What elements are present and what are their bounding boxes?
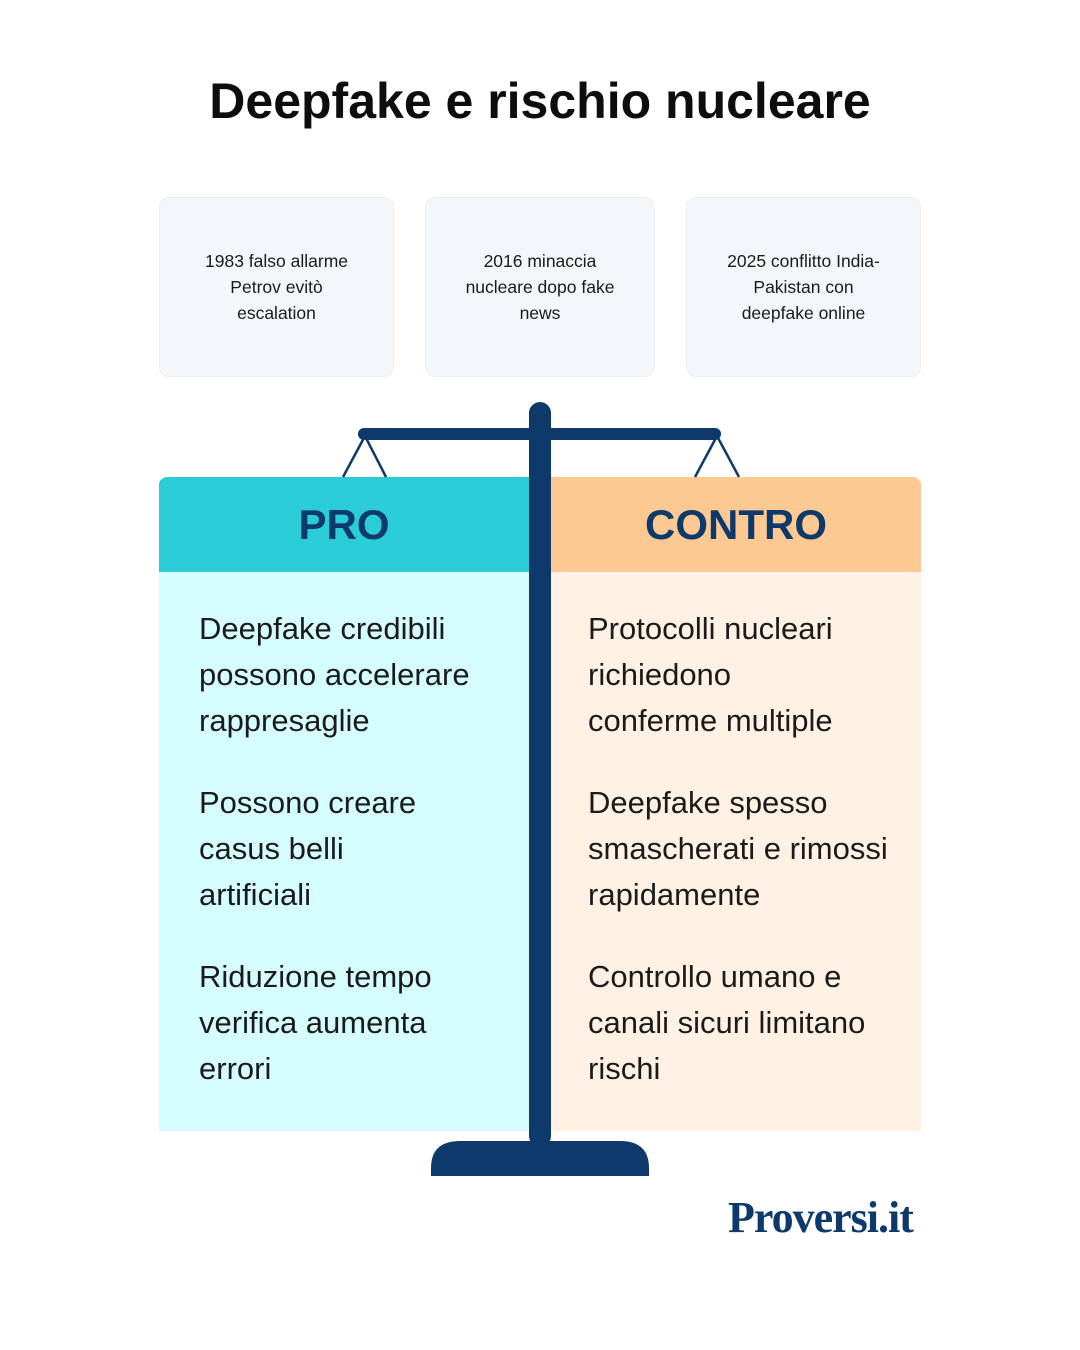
contro-item: Protocolli nucleari richiedono conferme … [588, 611, 833, 738]
contro-item: Controllo umano e canali sicuri limitano… [588, 959, 866, 1086]
brand-logo: Proversi.it [728, 1193, 914, 1242]
pro-list: Deepfake credibili possono accelerare ra… [159, 572, 529, 1131]
contro-list: Protocolli nucleari richiedono conferme … [551, 572, 921, 1131]
pro-header: PRO [159, 477, 529, 572]
timeline-card-2016: 2016 minaccia nucleare dopo fake news [425, 197, 655, 377]
contro-header: CONTRO [551, 477, 921, 572]
contro-item: Deepfake spesso smascherati e rimossi ra… [588, 785, 888, 912]
timeline-card-2025: 2025 conflitto India-Pakistan con deepfa… [686, 197, 921, 377]
pro-item: Riduzione tempo verifica aumenta errori [199, 959, 432, 1086]
pro-item: Deepfake credibili possono accelerare ra… [199, 611, 470, 738]
page-title: Deepfake e rischio nucleare [209, 73, 871, 129]
timeline-card-1983: 1983 falso allarme Petrov evitò escalati… [159, 197, 394, 377]
pro-item: Possono creare casus belli artificiali [199, 785, 417, 912]
